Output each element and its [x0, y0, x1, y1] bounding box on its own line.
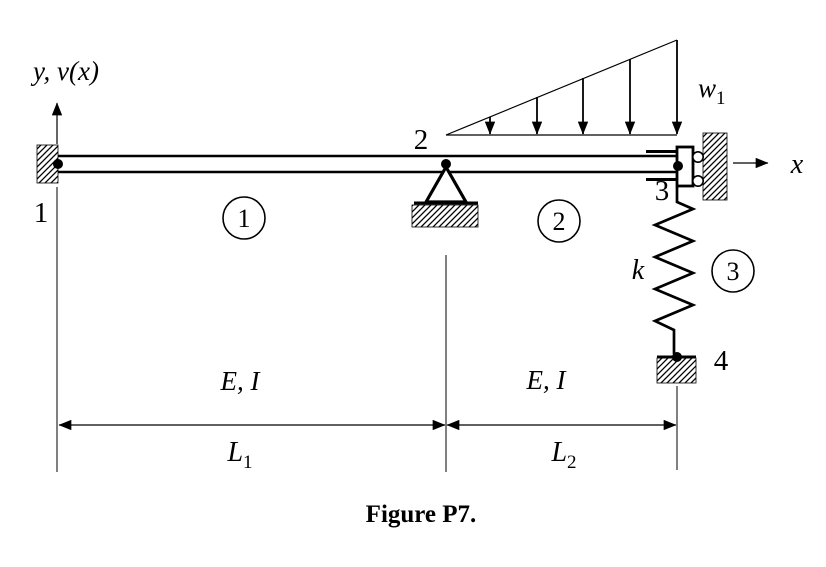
node3-label: 3 [655, 175, 670, 207]
x-axis-label: x [790, 149, 804, 180]
element2-number: 2 [553, 207, 566, 236]
segment2-EI-label: E, I [526, 365, 568, 395]
segment1-length-label: L1 [226, 437, 252, 473]
y-axis-label: y, v(x) [30, 56, 99, 86]
element3-number: 3 [727, 257, 740, 286]
y-axis: y, v(x) [30, 56, 99, 144]
roller-wheel-top [691, 151, 704, 164]
element3-circle [711, 249, 755, 293]
node4-ground-hatch [656, 357, 697, 384]
x-axis: x [733, 149, 804, 180]
node2-pin-support: 2 [411, 124, 479, 228]
beam [58, 154, 677, 174]
dimensions: E, I E, I L1 L2 [56, 187, 678, 473]
spring-zigzag [651, 187, 697, 354]
element1-number: 1 [238, 204, 251, 233]
node4-fixed-support: 4 [656, 345, 729, 384]
node3-roller-support: 3 [646, 132, 728, 207]
node1-fixed-support: 1 [34, 144, 63, 229]
element1-marker: 1 [222, 196, 266, 240]
roller-wheel-bottom [691, 175, 704, 188]
node2-label: 2 [414, 124, 429, 156]
node4-label: 4 [714, 345, 729, 377]
spring-stiffness-label: k [632, 255, 645, 286]
pin-ground-hatch [411, 204, 479, 228]
node2-dot [441, 159, 451, 169]
spring-element: k 3 [632, 187, 755, 354]
load-hypotenuse [445, 39, 678, 136]
distributed-load: w1 [445, 39, 726, 136]
element2-marker: 2 [537, 199, 581, 243]
node1-dot [53, 159, 63, 169]
node3-dot [673, 161, 683, 171]
load-magnitude-label: w1 [698, 73, 726, 109]
segment1-EI-label: E, I [220, 366, 262, 396]
element2-circle [537, 199, 581, 243]
node3-wall-hatch [702, 132, 728, 201]
node1-label: 1 [34, 197, 49, 229]
element1-circle [222, 196, 266, 240]
segment2-length-label: L2 [550, 437, 576, 473]
element3-marker: 3 [711, 249, 755, 293]
figure-caption: Figure P7. [366, 501, 477, 528]
node4-dot [672, 352, 682, 362]
